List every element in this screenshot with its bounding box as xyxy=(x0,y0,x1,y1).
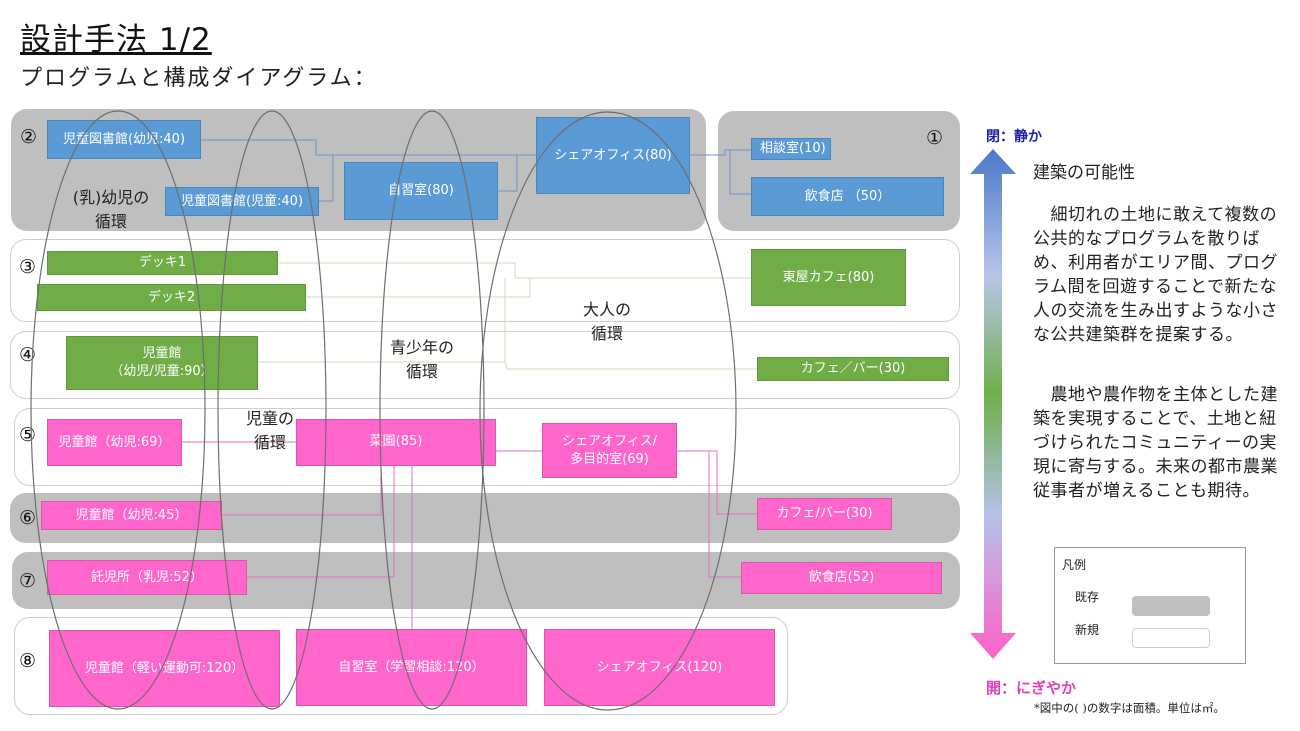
connector-line xyxy=(498,155,518,192)
connector-line xyxy=(319,155,334,202)
zone-number-1: ① xyxy=(926,127,944,149)
connector-line xyxy=(201,139,536,156)
connector-line xyxy=(504,361,757,370)
zone-number-6: ⑥ xyxy=(19,507,37,529)
program-restaurant-50: 飲食店 （50） xyxy=(751,177,944,216)
program-cafe-bar-pink: カフェ/バー(30) xyxy=(757,498,892,530)
legend-existing-label: 既存 xyxy=(1075,590,1100,604)
connector-line xyxy=(729,150,751,195)
program-gazebo-cafe: 東屋カフェ(80) xyxy=(751,249,906,306)
zone-number-2: ② xyxy=(20,126,38,148)
program-nursery: 託児所（乳児:52） xyxy=(47,560,247,595)
child-circulation-ellipse xyxy=(217,110,327,710)
program-study-room-120: 自習室（学習相談:120） xyxy=(296,629,527,706)
connector-line xyxy=(690,149,751,156)
description-heading: 建築の可能性 xyxy=(1033,163,1135,183)
connector-line xyxy=(306,278,531,298)
program-children-library-infant: 児童図書館(幼児:40) xyxy=(47,120,201,159)
scale-bottom-label: 開：にぎやか xyxy=(986,679,1077,697)
page-title: 設計手法 1/2 xyxy=(20,22,212,58)
program-children-hall-45: 児童館（幼児:45） xyxy=(41,501,222,530)
program-consult-room: 相談室(10) xyxy=(751,138,831,160)
zone-number-8: ⑧ xyxy=(19,650,37,672)
child-cycle-label: 児童の 循環 xyxy=(245,409,294,452)
adult-circulation-ellipse xyxy=(479,111,737,711)
program-deck-1: デッキ1 xyxy=(47,251,278,275)
infant-circulation-ellipse xyxy=(30,110,206,710)
legend-title: 凡例 xyxy=(1062,558,1087,572)
program-cafe-bar-green: カフェ／バー(30) xyxy=(757,357,949,381)
legend-new-swatch xyxy=(1132,628,1210,648)
legend-new-label: 新規 xyxy=(1075,623,1100,637)
footnote: *図中の( )の数字は面積。単位は㎡。 xyxy=(1034,701,1225,715)
description-paragraph-1: 細切れの土地に敢えて複数の公共的なプログラムを散りばめ、利用者がエリア間、プログ… xyxy=(1033,205,1278,345)
legend-existing-swatch xyxy=(1132,596,1210,616)
program-share-office: シェアオフィス(80) xyxy=(536,117,690,194)
program-restaurant-52: 飲食店(52) xyxy=(741,562,942,594)
page-subtitle: プログラムと構成ダイアグラム： xyxy=(20,66,378,91)
adult-cycle-label: 大人の 循環 xyxy=(582,300,631,343)
connector-line xyxy=(278,262,751,279)
connector-line xyxy=(708,451,741,578)
program-share-office-multipurpose: シェアオフィス/ 多目的室(69) xyxy=(542,423,677,478)
connector-line xyxy=(677,450,757,515)
description-paragraph-2: 農地や農作物を主体とした建築を実現することで、土地と紐づけられたコミュニティーの… xyxy=(1033,385,1278,501)
program-children-hall-90: 児童館 （幼児/児童:90） xyxy=(66,336,258,390)
scale-top-label: 閉：静か xyxy=(986,129,1042,145)
program-children-hall-120: 児童館（軽い運動可:120） xyxy=(49,630,280,707)
program-children-library-child: 児童図書館(児童:40) xyxy=(165,187,319,216)
youth-cycle-label: 青少年の 循環 xyxy=(389,338,454,381)
youth-circulation-ellipse xyxy=(379,110,485,710)
program-share-office-120: シェアオフィス(120) xyxy=(544,629,775,706)
program-deck-2: デッキ2 xyxy=(37,284,306,311)
infant-cycle-label: (乳)幼児の 循環 xyxy=(72,188,150,231)
zone-number-7: ⑦ xyxy=(19,570,37,592)
program-study-room: 自習室(80) xyxy=(344,162,498,220)
legend: 凡例 既存 新規 xyxy=(1054,547,1246,664)
program-children-hall-69: 児童館（幼児:69） xyxy=(47,419,182,466)
program-vegetable-garden: 菜園(85) xyxy=(296,419,496,466)
quiet-lively-scale-arrow xyxy=(970,149,1016,659)
connector-line xyxy=(247,451,395,578)
zone-number-3: ③ xyxy=(19,256,37,278)
